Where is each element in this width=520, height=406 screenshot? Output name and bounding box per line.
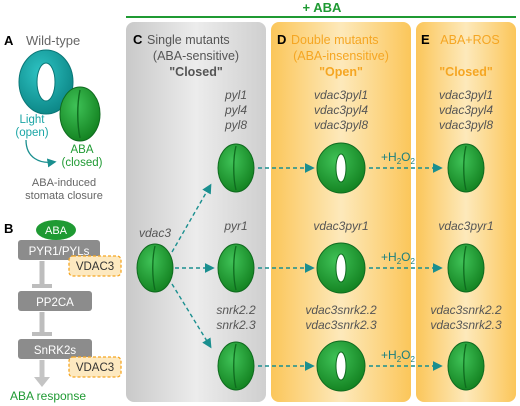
c-row1-line3: pyl8 <box>224 118 247 132</box>
panel-d-title-2: (ABA-insensitive) <box>293 49 389 63</box>
h2o2-label-row1: +H2O2 <box>381 150 415 166</box>
header-label: + ABA <box>303 0 342 15</box>
panel-c-letter: C <box>133 32 143 47</box>
h2o2-label-row3: +H2O2 <box>381 348 415 364</box>
panel-c-background <box>126 22 266 402</box>
panel-d-background <box>271 22 411 402</box>
c-row1-line1: pyl1 <box>224 88 247 102</box>
c-row2-line1: pyr1 <box>223 219 247 233</box>
arrow-vdac3-to-pyl <box>171 183 212 253</box>
vdac3-bottom-label: VDAC3 <box>76 362 114 374</box>
panel-e-title-1: ABA+ROS <box>440 33 499 47</box>
aba-closed-label: (closed) <box>62 157 103 169</box>
arrow-vdac3-to-snrk <box>171 283 212 349</box>
c-row3-line1: snrk2.2 <box>216 303 256 317</box>
stoma-open-pyr1 <box>316 242 366 294</box>
caption-line-2: stomata closure <box>25 190 103 202</box>
stoma-closed-vdac3 <box>136 243 174 293</box>
e-row1-line3: vdac3pyl8 <box>439 118 493 132</box>
activate-arrowhead <box>34 377 50 387</box>
d-row1-line1: vdac3pyl1 <box>314 88 368 102</box>
panel-d-letter: D <box>277 32 286 47</box>
stoma-closed-e-row1 <box>447 143 485 193</box>
pp2ca-label: PP2CA <box>36 297 74 309</box>
e-row3-line1: vdac3snrk2.2 <box>430 303 502 317</box>
e-row3-line2: vdac3snrk2.3 <box>430 318 502 332</box>
e-row2-line1: vdac3pyr1 <box>438 219 493 233</box>
aba-label: ABA <box>70 144 93 156</box>
vdac3-bottom-box <box>68 356 122 378</box>
panel-a-title: Wild-type <box>26 33 80 48</box>
panel-c-title-2: (ABA-sensitive) <box>153 49 239 63</box>
d-row1-line3: vdac3pyl8 <box>314 118 368 132</box>
e-row1-line2: vdac3pyl4 <box>439 103 493 117</box>
panel-e-letter: E <box>421 32 430 47</box>
stoma-closed-pyr1 <box>217 243 255 293</box>
vdac3-top-box <box>68 255 122 277</box>
stoma-closed-e-row3 <box>447 341 485 391</box>
d-row1-line2: vdac3pyl4 <box>314 103 368 117</box>
panel-d-status: "Open" <box>319 65 363 79</box>
panel-c-title-1: Single mutants <box>147 33 230 47</box>
panel-e-background <box>416 22 516 402</box>
open-stoma-icon <box>18 49 74 115</box>
light-open-label: (open) <box>15 127 48 139</box>
closed-stoma-icon <box>59 86 101 142</box>
c-vdac3-label: vdac3 <box>139 226 171 240</box>
light-to-aba-arrow <box>25 139 57 168</box>
panel-e-status: "Closed" <box>439 65 493 79</box>
snrk-label: SnRK2s <box>34 345 76 357</box>
snrk-box <box>18 339 92 359</box>
d-row3-line2: vdac3snrk2.3 <box>305 318 377 332</box>
pp2ca-box <box>18 291 92 311</box>
panel-d-title-1: Double mutants <box>291 33 379 47</box>
aba-molecule <box>36 220 76 240</box>
stoma-closed-pyl <box>217 143 255 193</box>
stoma-open-snrk <box>316 340 366 392</box>
stoma-closed-snrk <box>217 341 255 391</box>
panel-a-letter: A <box>4 33 14 48</box>
e-row1-line1: vdac3pyl1 <box>439 88 493 102</box>
stoma-closed-e-row2 <box>447 243 485 293</box>
c-row1-line2: pyl4 <box>224 103 247 117</box>
panel-c-status: "Closed" <box>169 65 223 79</box>
pyr-label: PYR1/PYLs <box>29 246 90 258</box>
pyr-box <box>18 240 100 260</box>
aba-text: ABA <box>45 225 68 237</box>
d-row2-line1: vdac3pyr1 <box>313 219 368 233</box>
c-row3-line2: snrk2.3 <box>216 318 256 332</box>
h2o2-label-row2: +H2O2 <box>381 250 415 266</box>
stoma-open-pyl <box>316 142 366 194</box>
aba-response-label: ABA response <box>10 389 86 403</box>
light-label: Light <box>20 114 46 126</box>
panel-b-letter: B <box>4 221 13 236</box>
vdac3-top-label: VDAC3 <box>76 261 114 273</box>
d-row3-line1: vdac3snrk2.2 <box>305 303 377 317</box>
caption-line-1: ABA-induced <box>32 177 96 189</box>
